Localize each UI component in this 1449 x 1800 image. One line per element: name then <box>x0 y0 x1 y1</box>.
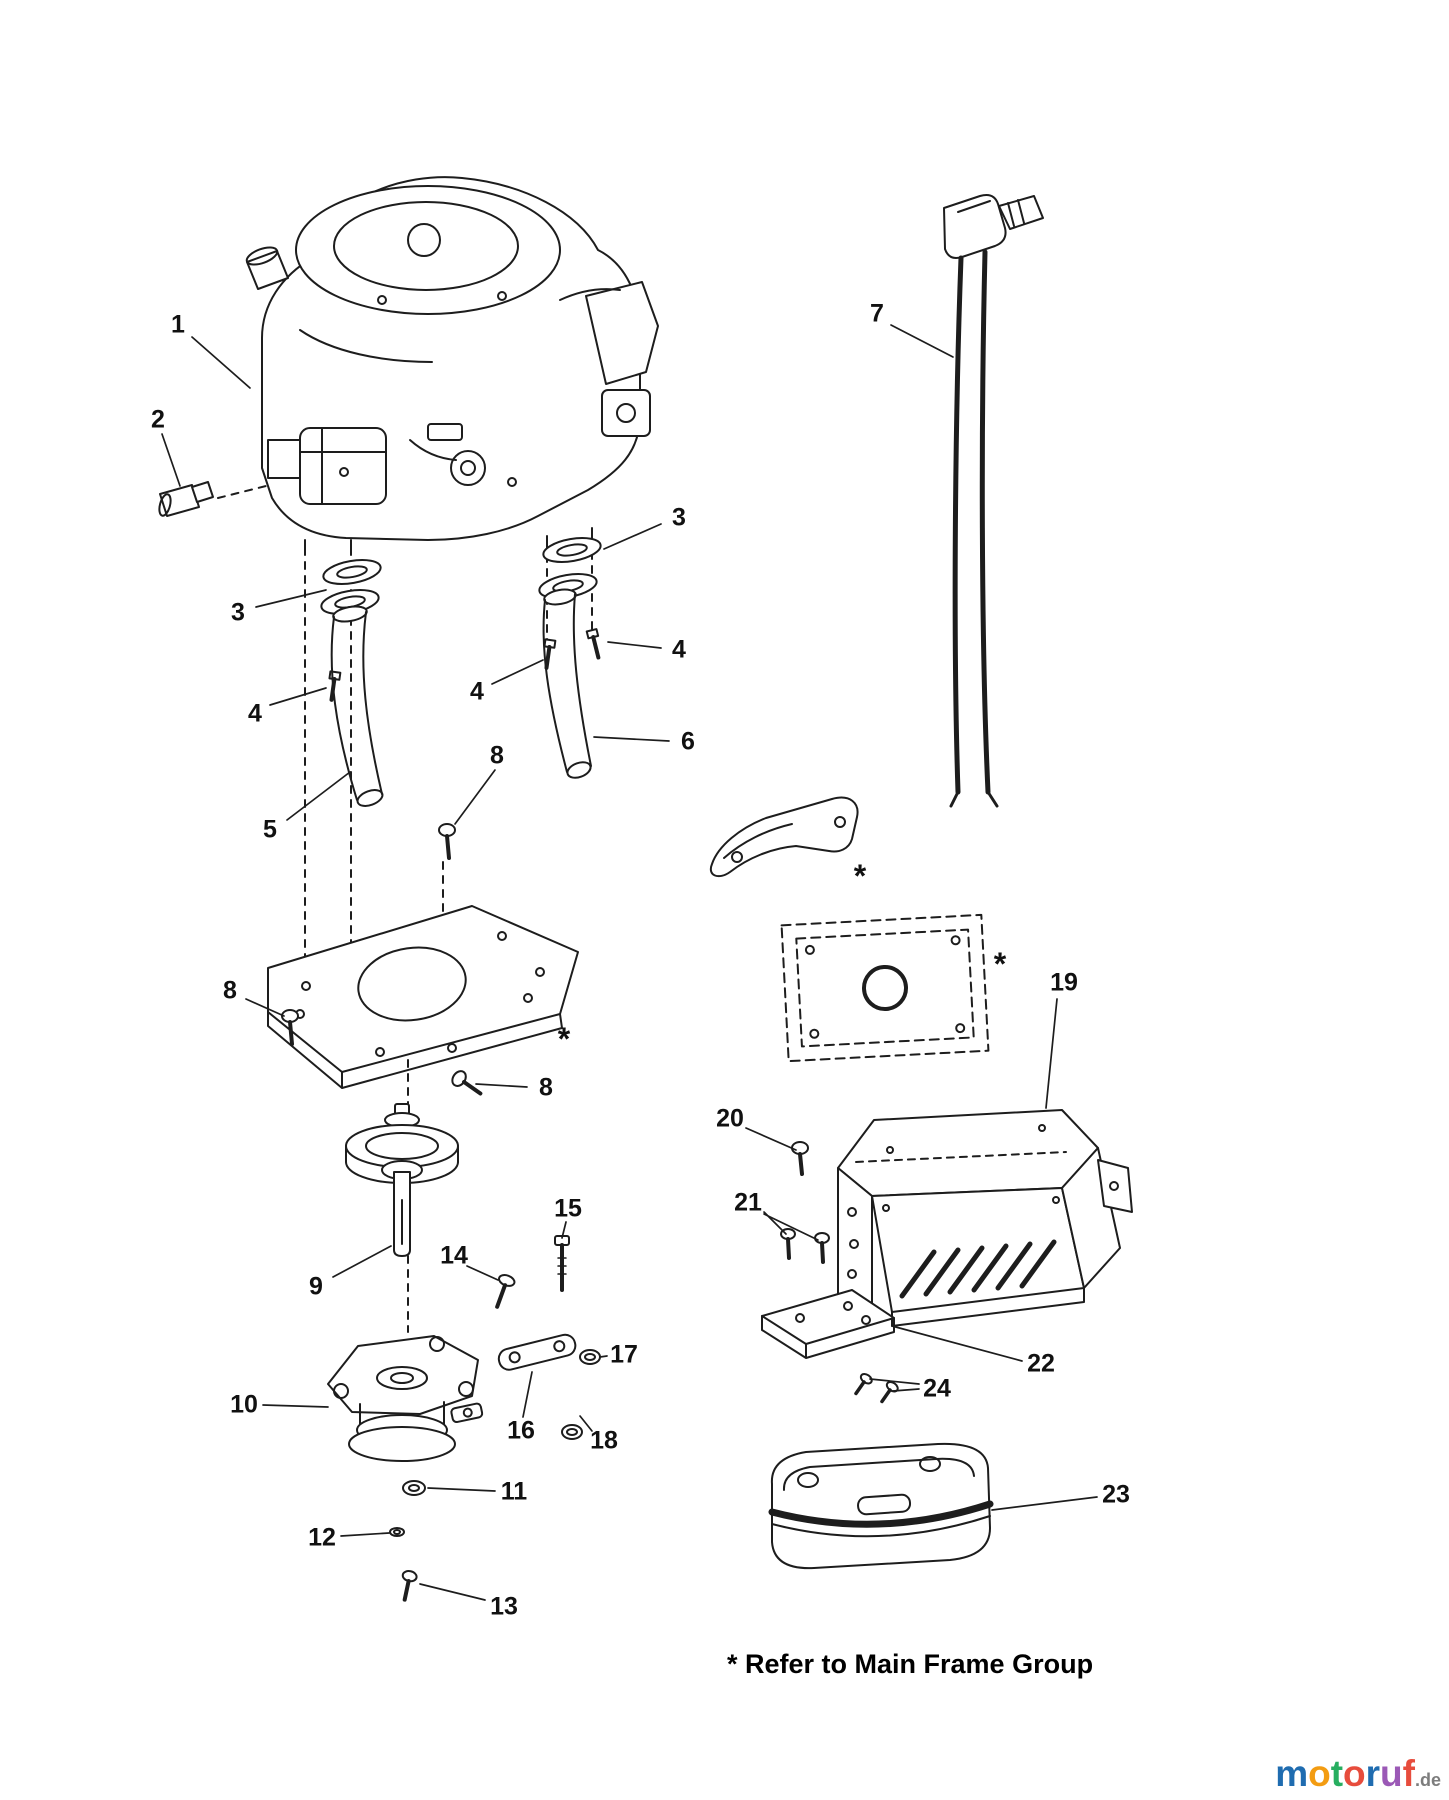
link-plate <box>497 1333 577 1371</box>
watermark-letter: r <box>1365 1753 1381 1794</box>
watermark-letter: o <box>1308 1753 1331 1794</box>
muffler <box>768 1442 994 1570</box>
gasket-plate <box>780 913 990 1063</box>
watermark-letter: o <box>1343 1753 1366 1794</box>
exhaust-studs <box>328 628 601 702</box>
nut-11 <box>402 1480 426 1496</box>
exhaust-pipe-right <box>542 588 592 779</box>
watermark-letter: m <box>1275 1753 1309 1794</box>
footnote: * Refer to Main Frame Group <box>727 1649 1093 1680</box>
watermark-letter: u <box>1380 1753 1403 1794</box>
fitting-part-2 <box>158 481 214 517</box>
nut-17 <box>579 1349 601 1365</box>
cable-assembly <box>943 194 1044 808</box>
watermark-domain-suffix: .de <box>1414 1770 1441 1790</box>
heat-shield <box>837 1109 1133 1327</box>
watermark-letter: t <box>1330 1753 1344 1794</box>
bolt-15 <box>554 1235 570 1292</box>
exhaust-pipe-left <box>330 605 384 807</box>
watermark-logo: motoruf.de <box>1275 1755 1441 1792</box>
screw-8-top <box>438 823 456 860</box>
footnote-text: * Refer to Main Frame Group <box>727 1649 1094 1679</box>
support-bracket <box>709 796 859 878</box>
engine-illustration <box>245 176 659 553</box>
nut-18 <box>561 1424 583 1440</box>
bolt-14 <box>495 1274 516 1309</box>
mounting-bracket-22 <box>761 1289 895 1359</box>
engine-mounting-plate <box>267 905 579 1089</box>
watermark-letter: f <box>1402 1753 1415 1794</box>
pulley-assembly <box>345 1103 459 1257</box>
exhaust-gaskets <box>320 537 602 615</box>
screws-24 <box>854 1372 899 1404</box>
screw-8-lower <box>451 1070 483 1096</box>
washer-12 <box>389 1527 405 1537</box>
bolt-13 <box>401 1570 418 1602</box>
electric-clutch <box>327 1335 484 1462</box>
leader-lines <box>161 324 1098 1601</box>
watermark-word: motoruf <box>1275 1753 1415 1794</box>
screw-20 <box>791 1141 809 1176</box>
